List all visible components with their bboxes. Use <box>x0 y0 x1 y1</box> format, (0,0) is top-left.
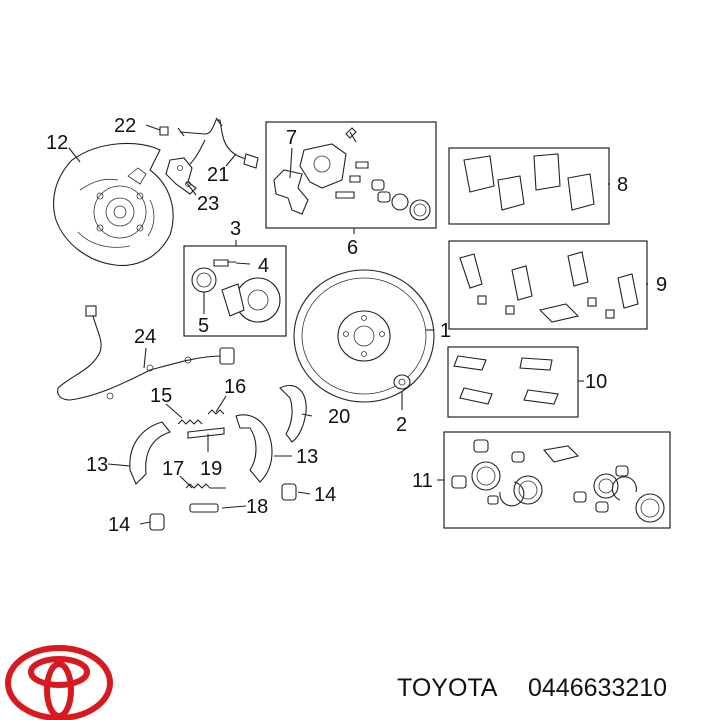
brake-hose-part <box>159 117 259 169</box>
hub-cap-part <box>393 374 411 390</box>
callout-14-left: 14 <box>108 514 130 536</box>
adjuster-spring-part <box>185 483 226 489</box>
callout-11: 11 <box>412 470 433 492</box>
callout-7: 7 <box>286 127 297 149</box>
callout-2: 2 <box>396 414 407 436</box>
callout-10: 10 <box>585 371 607 393</box>
callout-4: 4 <box>258 255 269 277</box>
hub-group-box <box>183 245 287 337</box>
adjuster-screw-part <box>189 503 219 513</box>
shoe-hold-down-part-left <box>149 513 165 531</box>
parking-brake-shoe-upper-part <box>279 385 307 443</box>
part-number: 0446633210 <box>528 674 667 702</box>
callout-20: 20 <box>328 406 350 428</box>
callout-19: 19 <box>200 458 222 480</box>
callout-3: 3 <box>230 218 241 240</box>
toyota-logo-icon <box>5 645 113 720</box>
callout-13-left: 13 <box>86 454 108 476</box>
callout-17: 17 <box>162 458 184 480</box>
callout-16: 16 <box>224 376 246 398</box>
callout-23: 23 <box>197 193 219 215</box>
hub-assembly-part <box>191 259 281 323</box>
callout-22: 22 <box>114 115 136 137</box>
caliper-part <box>273 127 431 221</box>
callout-6: 6 <box>347 237 358 259</box>
parking-brake-shoe-left-part <box>129 421 171 485</box>
backing-plate-part <box>53 142 174 266</box>
pad-clips-part <box>453 355 559 405</box>
brake-pads-part <box>463 153 595 211</box>
callout-12: 12 <box>46 132 68 154</box>
brand-name: TOYOTA <box>397 674 498 702</box>
callout-8: 8 <box>617 174 628 196</box>
leader-lines <box>68 124 648 525</box>
callout-14-right: 14 <box>314 484 336 506</box>
shoe-hold-down-part-right <box>281 483 297 501</box>
callout-18: 18 <box>246 496 268 518</box>
callout-13-right: 13 <box>296 446 318 468</box>
shim-kit-group-box <box>448 240 648 330</box>
callout-21: 21 <box>207 164 229 186</box>
caliper-seal-kit-part <box>451 439 665 523</box>
brake-rotor-part <box>293 269 435 403</box>
shoe-springs-part <box>177 409 225 439</box>
speed-sensor-wire-part <box>57 305 235 401</box>
callout-1: 1 <box>440 320 451 342</box>
callout-24: 24 <box>134 326 156 348</box>
pad-group-box <box>448 147 610 225</box>
clip-group-box <box>447 346 579 418</box>
callout-9: 9 <box>656 274 667 296</box>
pad-shim-kit-part <box>459 251 639 323</box>
callout-15: 15 <box>150 385 172 407</box>
callout-labels: 12 22 21 23 7 6 8 9 10 11 3 4 5 1 2 24 1… <box>46 115 667 536</box>
callout-5: 5 <box>198 315 209 337</box>
parking-brake-shoe-right-part <box>235 414 273 483</box>
caliper-group-box <box>265 121 437 229</box>
